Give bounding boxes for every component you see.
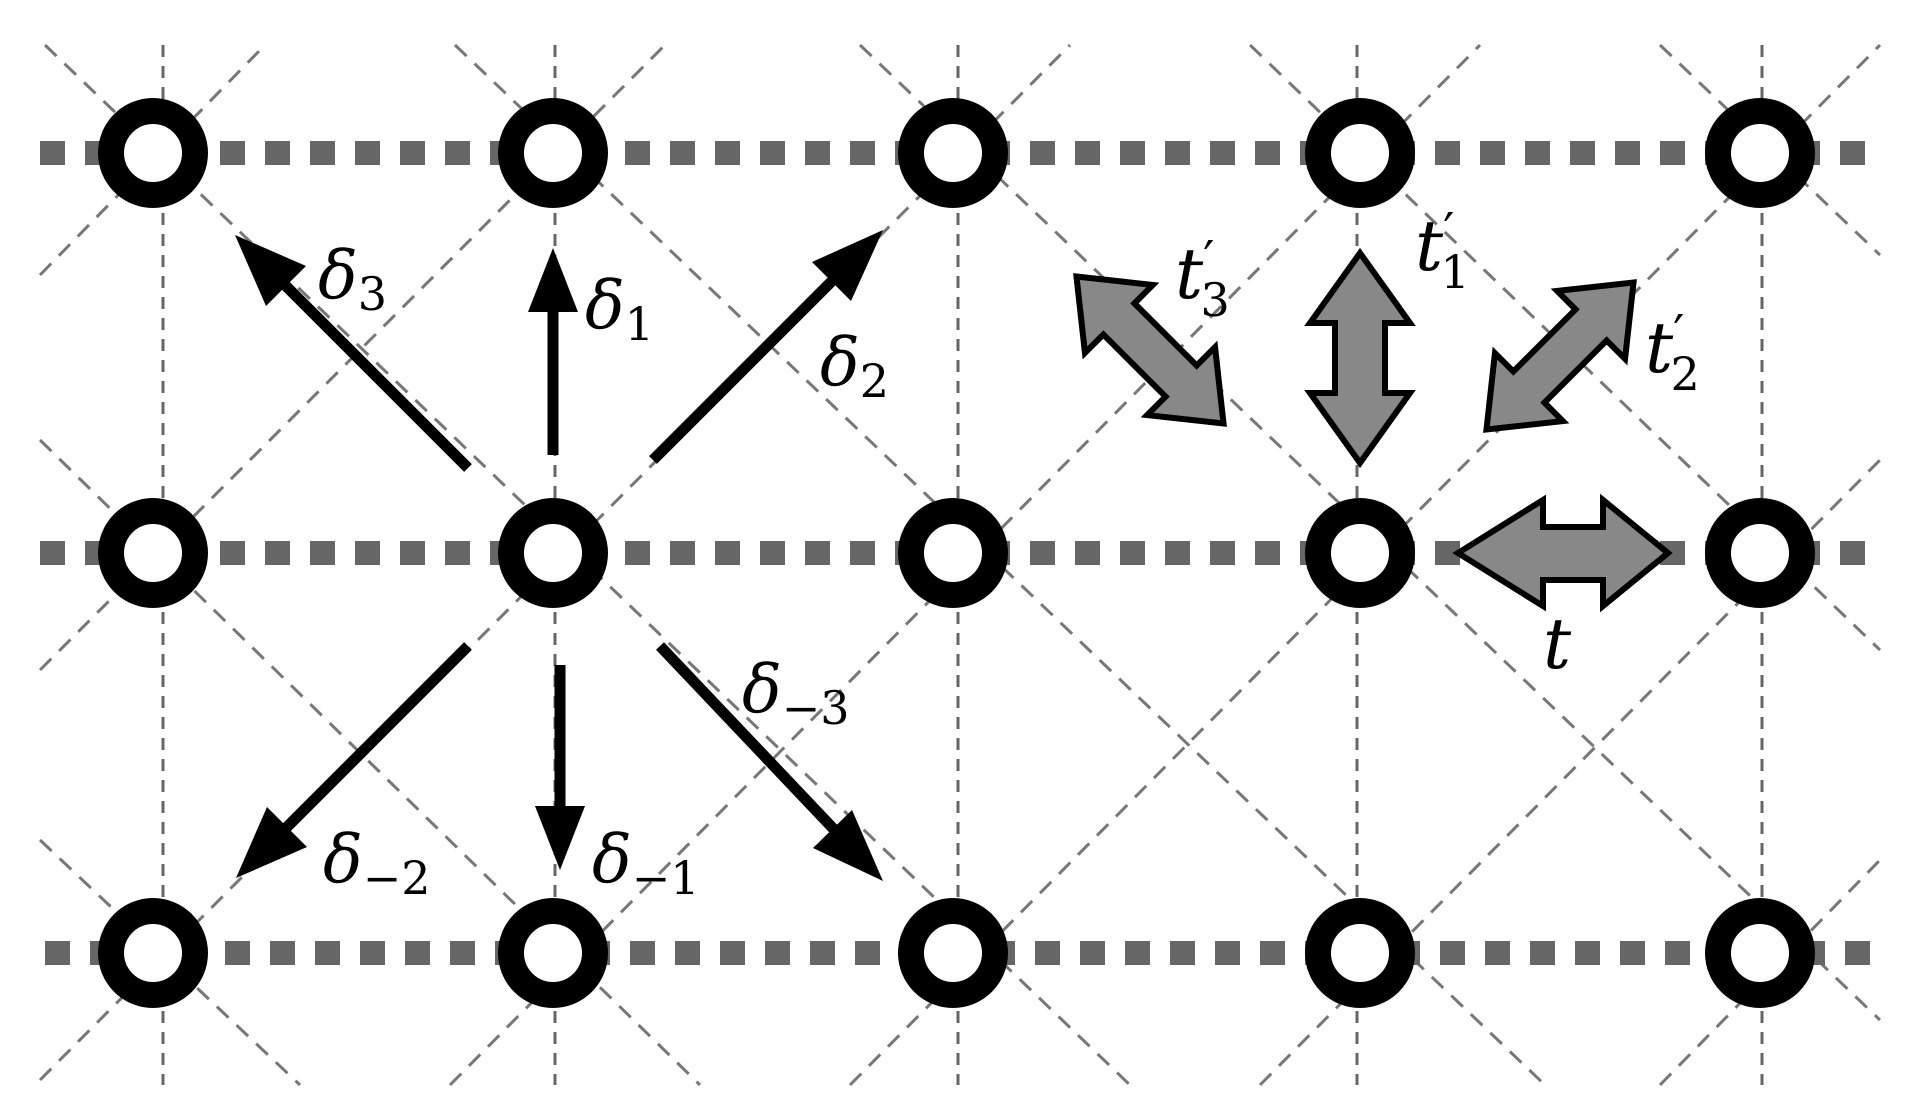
hopping-arrows — [1073, 247, 1673, 613]
vector-delta-3-arrow — [235, 235, 472, 472]
lattice-site — [1705, 898, 1815, 1008]
label-delta-minus-3: δ−3 — [742, 651, 850, 735]
label-t2-prime: t′2 — [1645, 304, 1700, 401]
hopping-t-double-arrow — [1452, 493, 1673, 613]
lattice-site — [498, 98, 608, 208]
label-delta-minus-1: δ−1 — [592, 821, 700, 905]
lattice-site — [898, 98, 1008, 208]
label-delta-3: δ3 — [318, 237, 387, 321]
lattice-site — [98, 898, 208, 1008]
lattice-site — [898, 498, 1008, 608]
vector-delta-minus-1-arrow — [535, 665, 585, 870]
label-delta-minus-2: δ−2 — [323, 821, 431, 905]
lattice-site — [498, 898, 608, 1008]
vector-delta-2-arrow — [649, 230, 883, 464]
lattice-site — [1305, 98, 1415, 208]
hopping-labels: t′3 t′1 t′2 t — [1175, 202, 1700, 685]
displacement-vectors — [235, 230, 883, 881]
label-t3-prime: t′3 — [1175, 230, 1230, 327]
vector-delta-minus-2-arrow — [236, 642, 472, 878]
lattice-sites — [98, 98, 1815, 1008]
lattice-site — [1705, 98, 1815, 208]
lattice-site — [98, 498, 208, 608]
lattice-site — [498, 498, 608, 608]
vector-delta-minus-3-arrow — [656, 642, 883, 881]
lattice-site — [98, 98, 208, 208]
label-delta-1: δ1 — [585, 267, 654, 351]
vector-labels: δ3 δ1 δ2 δ−3 δ−2 δ−1 — [318, 237, 889, 905]
lattice-site — [1705, 498, 1815, 608]
hopping-t2-prime-double-arrow — [1483, 279, 1637, 433]
vector-delta-1-arrow — [528, 248, 578, 455]
lattice-site — [1305, 898, 1415, 1008]
label-delta-2: δ2 — [820, 324, 889, 408]
hopping-t1-prime-double-arrow — [1304, 247, 1416, 469]
label-t: t — [1543, 603, 1572, 685]
lattice-site — [898, 898, 1008, 1008]
label-t1-prime: t′1 — [1415, 202, 1470, 299]
hopping-t3-prime-double-arrow — [1073, 273, 1227, 427]
lattice-site — [1305, 498, 1415, 608]
